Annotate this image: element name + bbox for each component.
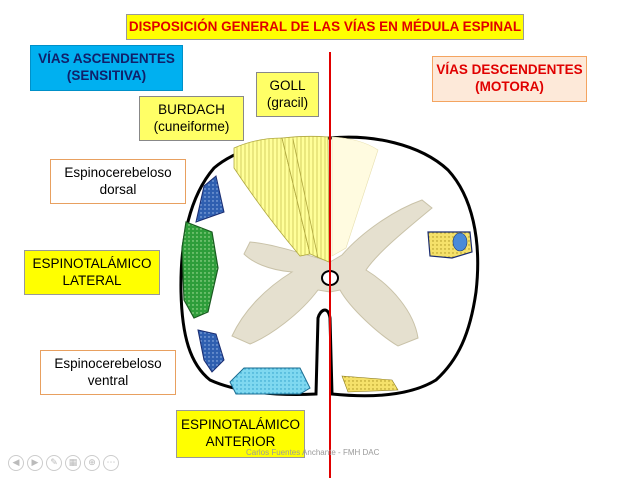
anterior-spinothalamic-tract [229,367,311,395]
ecd-line2: dorsal [99,181,137,197]
burdach-label: BURDACH(cuneiforme) [139,96,244,141]
burdach-fasciculus [233,137,311,257]
ecd-line1: Espinocerebeloso [64,164,172,180]
ascending-title: VÍAS ASCENDENTES [38,51,175,67]
presentation-toolbar: ◀ ▶ ✎ ▦ ⊕ ⋯ [8,455,119,471]
zoom-icon[interactable]: ⊕ [84,455,100,471]
dorsal-spinocerebellar-tract [195,175,225,223]
etl-line2: LATERAL [62,272,122,288]
goll-name: GOLL [269,77,306,93]
pen-icon[interactable]: ✎ [46,455,62,471]
dorsal-septum-line [292,138,319,259]
descending-pathways-label: VÍAS DESCENDENTES(MOTORA) [432,56,587,102]
rubrospinal-tract [452,232,468,252]
ventral-spinocerebellar-tract [197,329,225,373]
etl-line1: ESPINOTALÁMICO [32,255,152,271]
ascending-pathways-label: VÍAS ASCENDENTES(SENSITIVA) [30,45,183,91]
burdach-name: BURDACH [158,101,225,117]
slides-icon[interactable]: ▦ [65,455,81,471]
ascending-subtitle: (SENSITIVA) [66,68,147,83]
anterior-corticospinal-tract [341,375,399,393]
eta-line2: ANTERIOR [205,434,276,449]
page-title: DISPOSICIÓN GENERAL DE LAS VÍAS EN MÉDUL… [126,14,524,40]
previous-icon[interactable]: ◀ [8,455,24,471]
goll-alt-name: (gracil) [266,94,309,110]
ecv-line1: Espinocerebeloso [54,355,162,371]
author-credit: Carlos Fuentes Anchante - FMH DAC [246,448,380,457]
lateral-spinothalamic-tract [181,221,219,319]
more-icon[interactable]: ⋯ [103,455,119,471]
descending-subtitle: (MOTORA) [475,79,544,94]
goll-label: GOLL(gracil) [256,72,319,117]
ecv-line2: ventral [87,372,129,388]
descending-title: VÍAS DESCENDENTES [436,62,583,78]
next-icon[interactable]: ▶ [27,455,43,471]
burdach-alt-name: (cuneiforme) [153,118,230,134]
eta-line1: ESPINOTALÁMICO [180,417,301,433]
right-dorsal-column [331,136,379,257]
page-title-text: DISPOSICIÓN GENERAL DE LAS VÍAS EN MÉDUL… [128,18,522,34]
